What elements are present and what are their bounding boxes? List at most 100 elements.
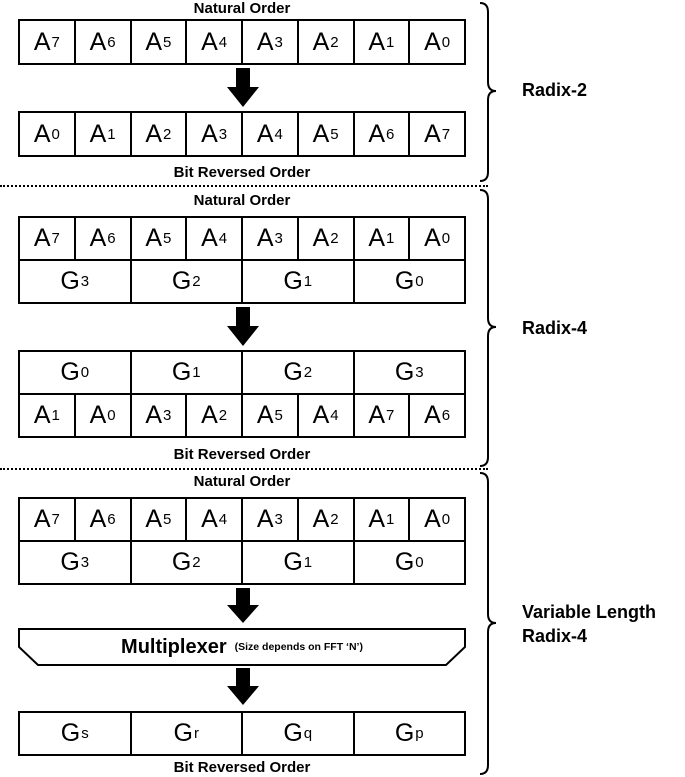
cell-subscript: 1 (107, 125, 116, 143)
cell-subscript: 0 (441, 33, 451, 51)
cell-base: G (394, 719, 415, 747)
cell-base: A (256, 224, 274, 252)
down-arrow-icon (227, 668, 259, 705)
cell-subscript: 3 (415, 364, 424, 381)
radix2-brace-icon (479, 2, 497, 182)
multiplexer-label: Multiplexer (Size depends on FFT ‘N’) (18, 628, 466, 666)
cell-base: A (256, 505, 274, 533)
cell-subscript: 7 (51, 33, 60, 51)
cell-base: A (89, 27, 107, 56)
cell-base: A (256, 401, 274, 429)
bit-reversed-label-variable: Bit Reversed Order (173, 759, 311, 776)
cell-base: A (368, 27, 386, 56)
cell-subscript: 4 (330, 407, 339, 424)
cell-subscript: 2 (192, 273, 201, 290)
cell-base: G (283, 358, 303, 386)
cell-base: G (283, 719, 303, 747)
natural-order-label-variable: Natural Order (193, 473, 291, 490)
cell-subscript: 5 (163, 33, 172, 51)
cell-subscript: s (81, 725, 89, 742)
cell-base: A (424, 119, 441, 148)
cell-base: A (312, 505, 330, 533)
cell-subscript: 2 (192, 554, 201, 571)
cell-base: A (89, 401, 107, 429)
cell-subscript: 1 (192, 364, 201, 381)
cell-subscript: 3 (80, 554, 90, 571)
cell-base: A (201, 27, 218, 56)
cell-subscript: 2 (330, 230, 339, 247)
cell-base: A (256, 119, 274, 148)
cell-base: A (89, 119, 107, 148)
cell-subscript: 0 (107, 407, 116, 424)
cell-subscript: 6 (441, 407, 451, 424)
radix4-title: Radix-4 (522, 318, 588, 338)
cell-subscript: 1 (51, 407, 60, 424)
cell-base: G (60, 548, 80, 576)
cell-base: A (145, 27, 163, 56)
cell-subscript: 3 (163, 407, 172, 424)
cell-base: A (33, 401, 51, 429)
cell-subscript: 1 (386, 511, 395, 528)
cell-base: A (89, 224, 107, 252)
cell-base: A (256, 27, 274, 56)
cell-base: G (283, 267, 303, 295)
cell-base: G (60, 267, 80, 295)
cell-base: A (145, 401, 163, 429)
cell-subscript: 6 (107, 511, 116, 528)
cell-subscript: 4 (218, 230, 228, 247)
cell-base: G (171, 267, 192, 295)
radix4-brace-icon (479, 189, 497, 467)
down-arrow-icon (227, 68, 259, 107)
cell-subscript: 4 (218, 511, 228, 528)
cell-base: A (312, 401, 330, 429)
cell-base: A (145, 505, 163, 533)
cell-subscript: 0 (80, 364, 90, 381)
cell-subscript: 0 (441, 230, 451, 247)
cell-base: A (368, 401, 386, 429)
cell-subscript: 1 (386, 33, 395, 51)
cell-subscript: 6 (107, 33, 116, 51)
cell-subscript: 2 (163, 125, 172, 143)
cell-subscript: 1 (386, 230, 395, 247)
cell-subscript: 7 (386, 407, 395, 424)
multiplexer-title: Multiplexer (121, 635, 227, 658)
cell-subscript: 2 (303, 364, 313, 381)
section-divider (0, 185, 488, 187)
cell-subscript: 2 (330, 511, 339, 528)
